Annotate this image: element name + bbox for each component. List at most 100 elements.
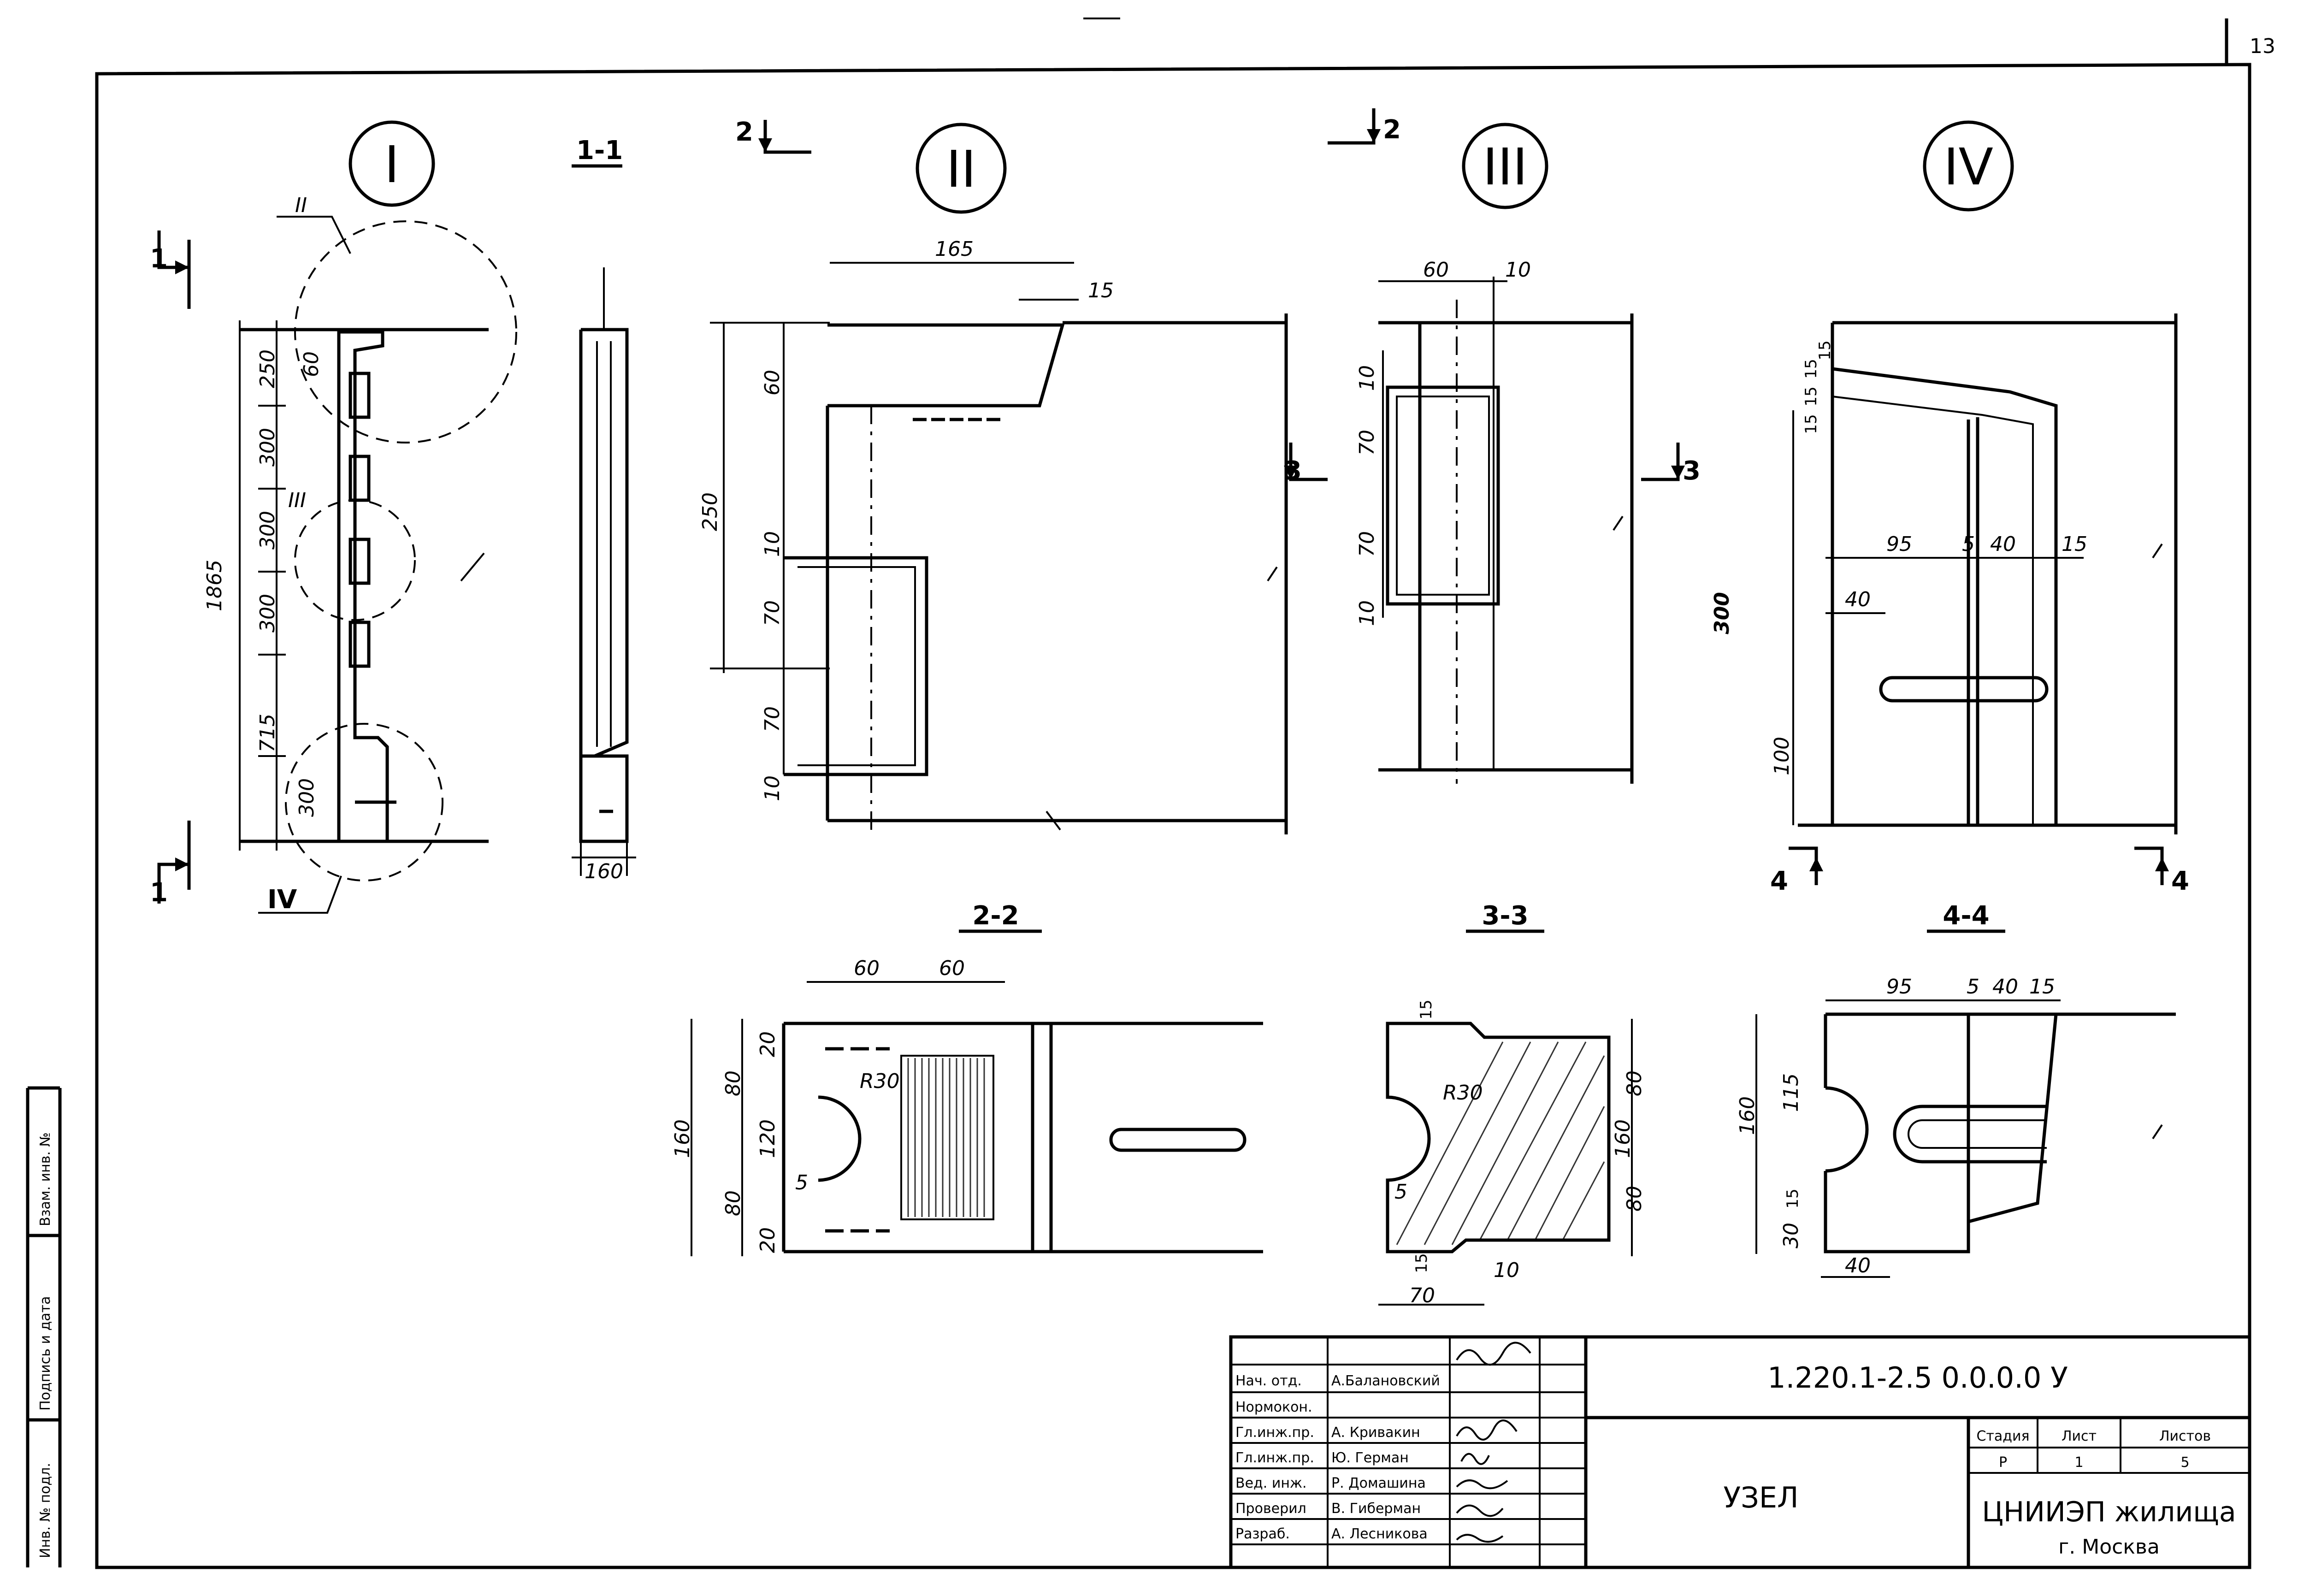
dim-v1-715: 715 [256, 714, 279, 752]
view-IV-rebar [1879, 676, 2049, 703]
dim-v4-15b: 15 [1802, 386, 1820, 406]
section-4-label-right: 4 [2171, 866, 2189, 896]
s22-notch [818, 1095, 862, 1182]
dim-v4-15a: 15 [1802, 359, 1820, 378]
section-2-label-left: 2 [735, 117, 753, 147]
section-3-label-left: 3 [1284, 456, 1302, 486]
callout-III-circle [294, 499, 416, 621]
dim-s33-R30: R30 [1443, 1081, 1483, 1105]
s44-loop-inner [1908, 1119, 2047, 1149]
section-1-label-top: 1 [150, 244, 168, 274]
signature-0 [1456, 1342, 1531, 1366]
view-IV-slab [1832, 367, 2058, 825]
view-III-circle [1462, 123, 1548, 209]
dim-s33-80b: 80 [1623, 1186, 1646, 1212]
callout-IV-circle [285, 723, 443, 881]
break-mark [1267, 566, 1278, 582]
view-IV-circle [1923, 120, 2014, 212]
signature-6 [1456, 1534, 1504, 1543]
section-4-4: 4-4 95 5 40 15 160 115 15 30 40 [1736, 901, 2176, 1278]
section-1-1: 1-1 160 [572, 136, 636, 883]
callout-II-leader [277, 216, 351, 254]
s44-notch [1825, 1086, 1869, 1173]
dim-v2-70a: 70 [761, 600, 784, 626]
section-2-arrow-right [1367, 129, 1381, 143]
callout-IV-label: IV [267, 885, 297, 915]
signature-2 [1456, 1419, 1518, 1441]
view-II-circle [916, 123, 1007, 214]
tb-drawing-code: 1.220.1-2.5 0.0.0.0 У [1767, 1361, 2068, 1395]
section-2-arrow-left [758, 138, 772, 152]
section-1-1-outline [579, 328, 629, 758]
dim-v2-165: 165 [935, 237, 974, 261]
dim-s33-160: 160 [1611, 1119, 1635, 1158]
section-4-mark-left [1789, 846, 1818, 885]
section-3-arrow-right [1671, 466, 1685, 479]
view-II-embed [784, 556, 928, 776]
dim-v3-10a: 10 [1355, 365, 1379, 391]
section-1-label-bot: 1 [150, 878, 168, 908]
callout-II-label: II [295, 194, 307, 217]
dim-s44-40b: 40 [1845, 1254, 1871, 1277]
break-mark [1613, 515, 1624, 531]
dim-s22-20a: 20 [756, 1031, 780, 1057]
section-1-arrow-bot [175, 857, 189, 871]
section-4-arrow-left [1809, 857, 1823, 871]
view-III: 2 III 3 3 60 10 10 70 70 10 [1284, 108, 1701, 784]
side-stamp: Инв. № подл. Подпись и дата Взам. инв. № [26, 1086, 62, 1567]
title-block-frame [1229, 1335, 2251, 1569]
dim-v3-10b: 10 [1355, 600, 1379, 626]
section-2-2-label: 2-2 [972, 901, 1019, 931]
tb-role-1: Нормокон. [1235, 1399, 1312, 1415]
dim-v4-15d: 15 [1816, 340, 1834, 360]
s33-outline [1386, 1022, 1611, 1253]
dim-v1-300a: 300 [256, 428, 279, 467]
view-II-top-slab [827, 323, 1065, 408]
view-II-embed-inner [798, 566, 916, 766]
view-I-circle [349, 120, 435, 207]
view-III-label: III [1483, 137, 1527, 196]
section-3-mark-right [1641, 443, 1680, 481]
tb-sheets-value: 5 [2180, 1454, 2189, 1471]
sheet-frame [95, 63, 2251, 1569]
dim-v2-70b: 70 [761, 706, 784, 732]
s33-hatching [1396, 1041, 1605, 1245]
embed-1 [349, 372, 371, 419]
dim-v4-15c: 15 [1802, 414, 1820, 434]
tb-org: ЦНИИЭП жилища [1982, 1496, 2236, 1528]
dim-s33-10: 10 [1494, 1259, 1519, 1282]
dim-v4-95: 95 [1886, 532, 1912, 556]
dim-v1-300b: 300 [256, 511, 279, 550]
dim-s44-95: 95 [1886, 975, 1912, 999]
dim-v3-70b: 70 [1355, 531, 1379, 557]
title-block: Нач. отд. А.Балановский Нормокон. Гл.инж… [1229, 1335, 2251, 1569]
dim-v1-300d: 300 [295, 778, 319, 817]
dim-s33-15b: 15 [1412, 1253, 1431, 1273]
tb-name-6: А. Лесникова [1331, 1526, 1428, 1542]
dim-s11-160: 160 [585, 860, 623, 883]
view-II: 2 II 165 15 60 250 10 70 70 10 [698, 117, 1288, 834]
section-3-3-label: 3-3 [1482, 901, 1528, 931]
tb-name-4: Р. Домашина [1331, 1475, 1426, 1491]
break-mark [460, 552, 485, 582]
dim-v1-300c: 300 [256, 594, 279, 632]
dim-s22-120: 120 [756, 1119, 780, 1158]
section-3-3: 3-3 160 80 80 15 R30 5 15 10 70 [1378, 901, 1646, 1307]
tb-sheet-value: 1 [2074, 1454, 2083, 1471]
tb-role-6: Разраб. [1235, 1526, 1290, 1542]
dim-s33-5: 5 [1394, 1180, 1407, 1204]
callout-III-label: III [288, 489, 306, 512]
dim-s22-80b: 80 [721, 1190, 745, 1216]
embed-3 [349, 538, 371, 585]
tb-stage-label: Стадия [1976, 1428, 2029, 1444]
tb-role-4: Вед. инж. [1235, 1475, 1307, 1491]
dim-s44-115: 115 [1779, 1073, 1803, 1112]
embed-4 [349, 621, 371, 668]
section-3-label-right: 3 [1683, 456, 1701, 486]
dim-s22-5: 5 [795, 1171, 808, 1194]
section-2-mark-left [763, 120, 811, 154]
dim-v2-250: 250 [698, 492, 722, 531]
stamp-vzam: Взам. инв. № [37, 1132, 53, 1226]
stamp-inv: Инв. № подл. [37, 1463, 53, 1558]
